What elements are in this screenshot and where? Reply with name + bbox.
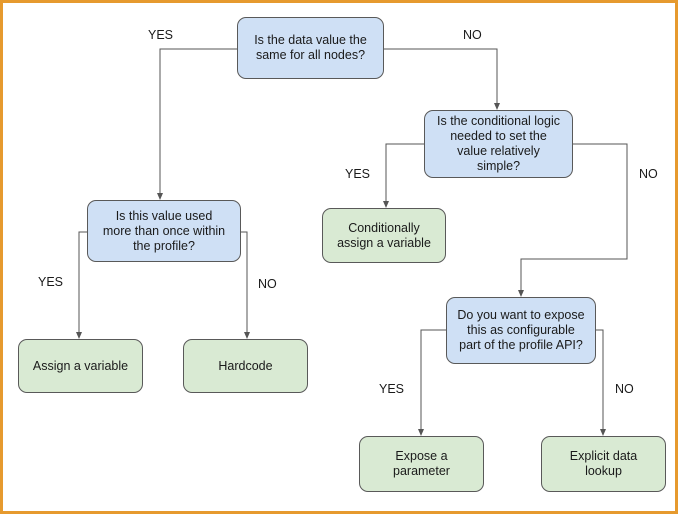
edge-q4-yes [418,329,446,436]
label-q2-no: NO [639,167,658,181]
label-q3-yes: YES [38,275,64,289]
edge-q3-yes [76,231,87,339]
decision-expose-configurable: Do you want to expose this as configurab… [446,297,596,364]
outcome-hardcode: Hardcode [183,339,308,393]
edge-q3-no [241,231,250,339]
flowchart: Is the data value the same for all nodes… [3,3,675,511]
outcome-conditionally-assign-variable: Conditionally assign a variable [322,208,446,263]
outcome-expose-parameter: Expose a parameter [359,436,484,492]
decision-same-for-all-nodes: Is the data value the same for all nodes… [237,17,384,79]
edge-q1-yes [157,48,237,200]
label-q4-no: NO [615,382,634,396]
label-q1-yes: YES [148,28,174,42]
outcome-explicit-data-lookup: Explicit data lookup [541,436,666,492]
label-q4-yes: YES [379,382,405,396]
connector-lines [76,48,628,436]
decision-used-more-than-once: Is this value used more than once within… [87,200,241,262]
label-q3-no: NO [258,277,277,291]
label-q1-no: NO [463,28,482,42]
outcome-assign-variable: Assign a variable [18,339,143,393]
decision-conditional-logic-simple: Is the conditional logic needed to set t… [424,110,573,178]
edge-q2-yes [383,143,424,208]
edge-q1-no [384,48,500,110]
edge-q4-no [596,329,606,436]
edge-q2-no [518,143,628,297]
label-q2-yes: YES [345,167,371,181]
